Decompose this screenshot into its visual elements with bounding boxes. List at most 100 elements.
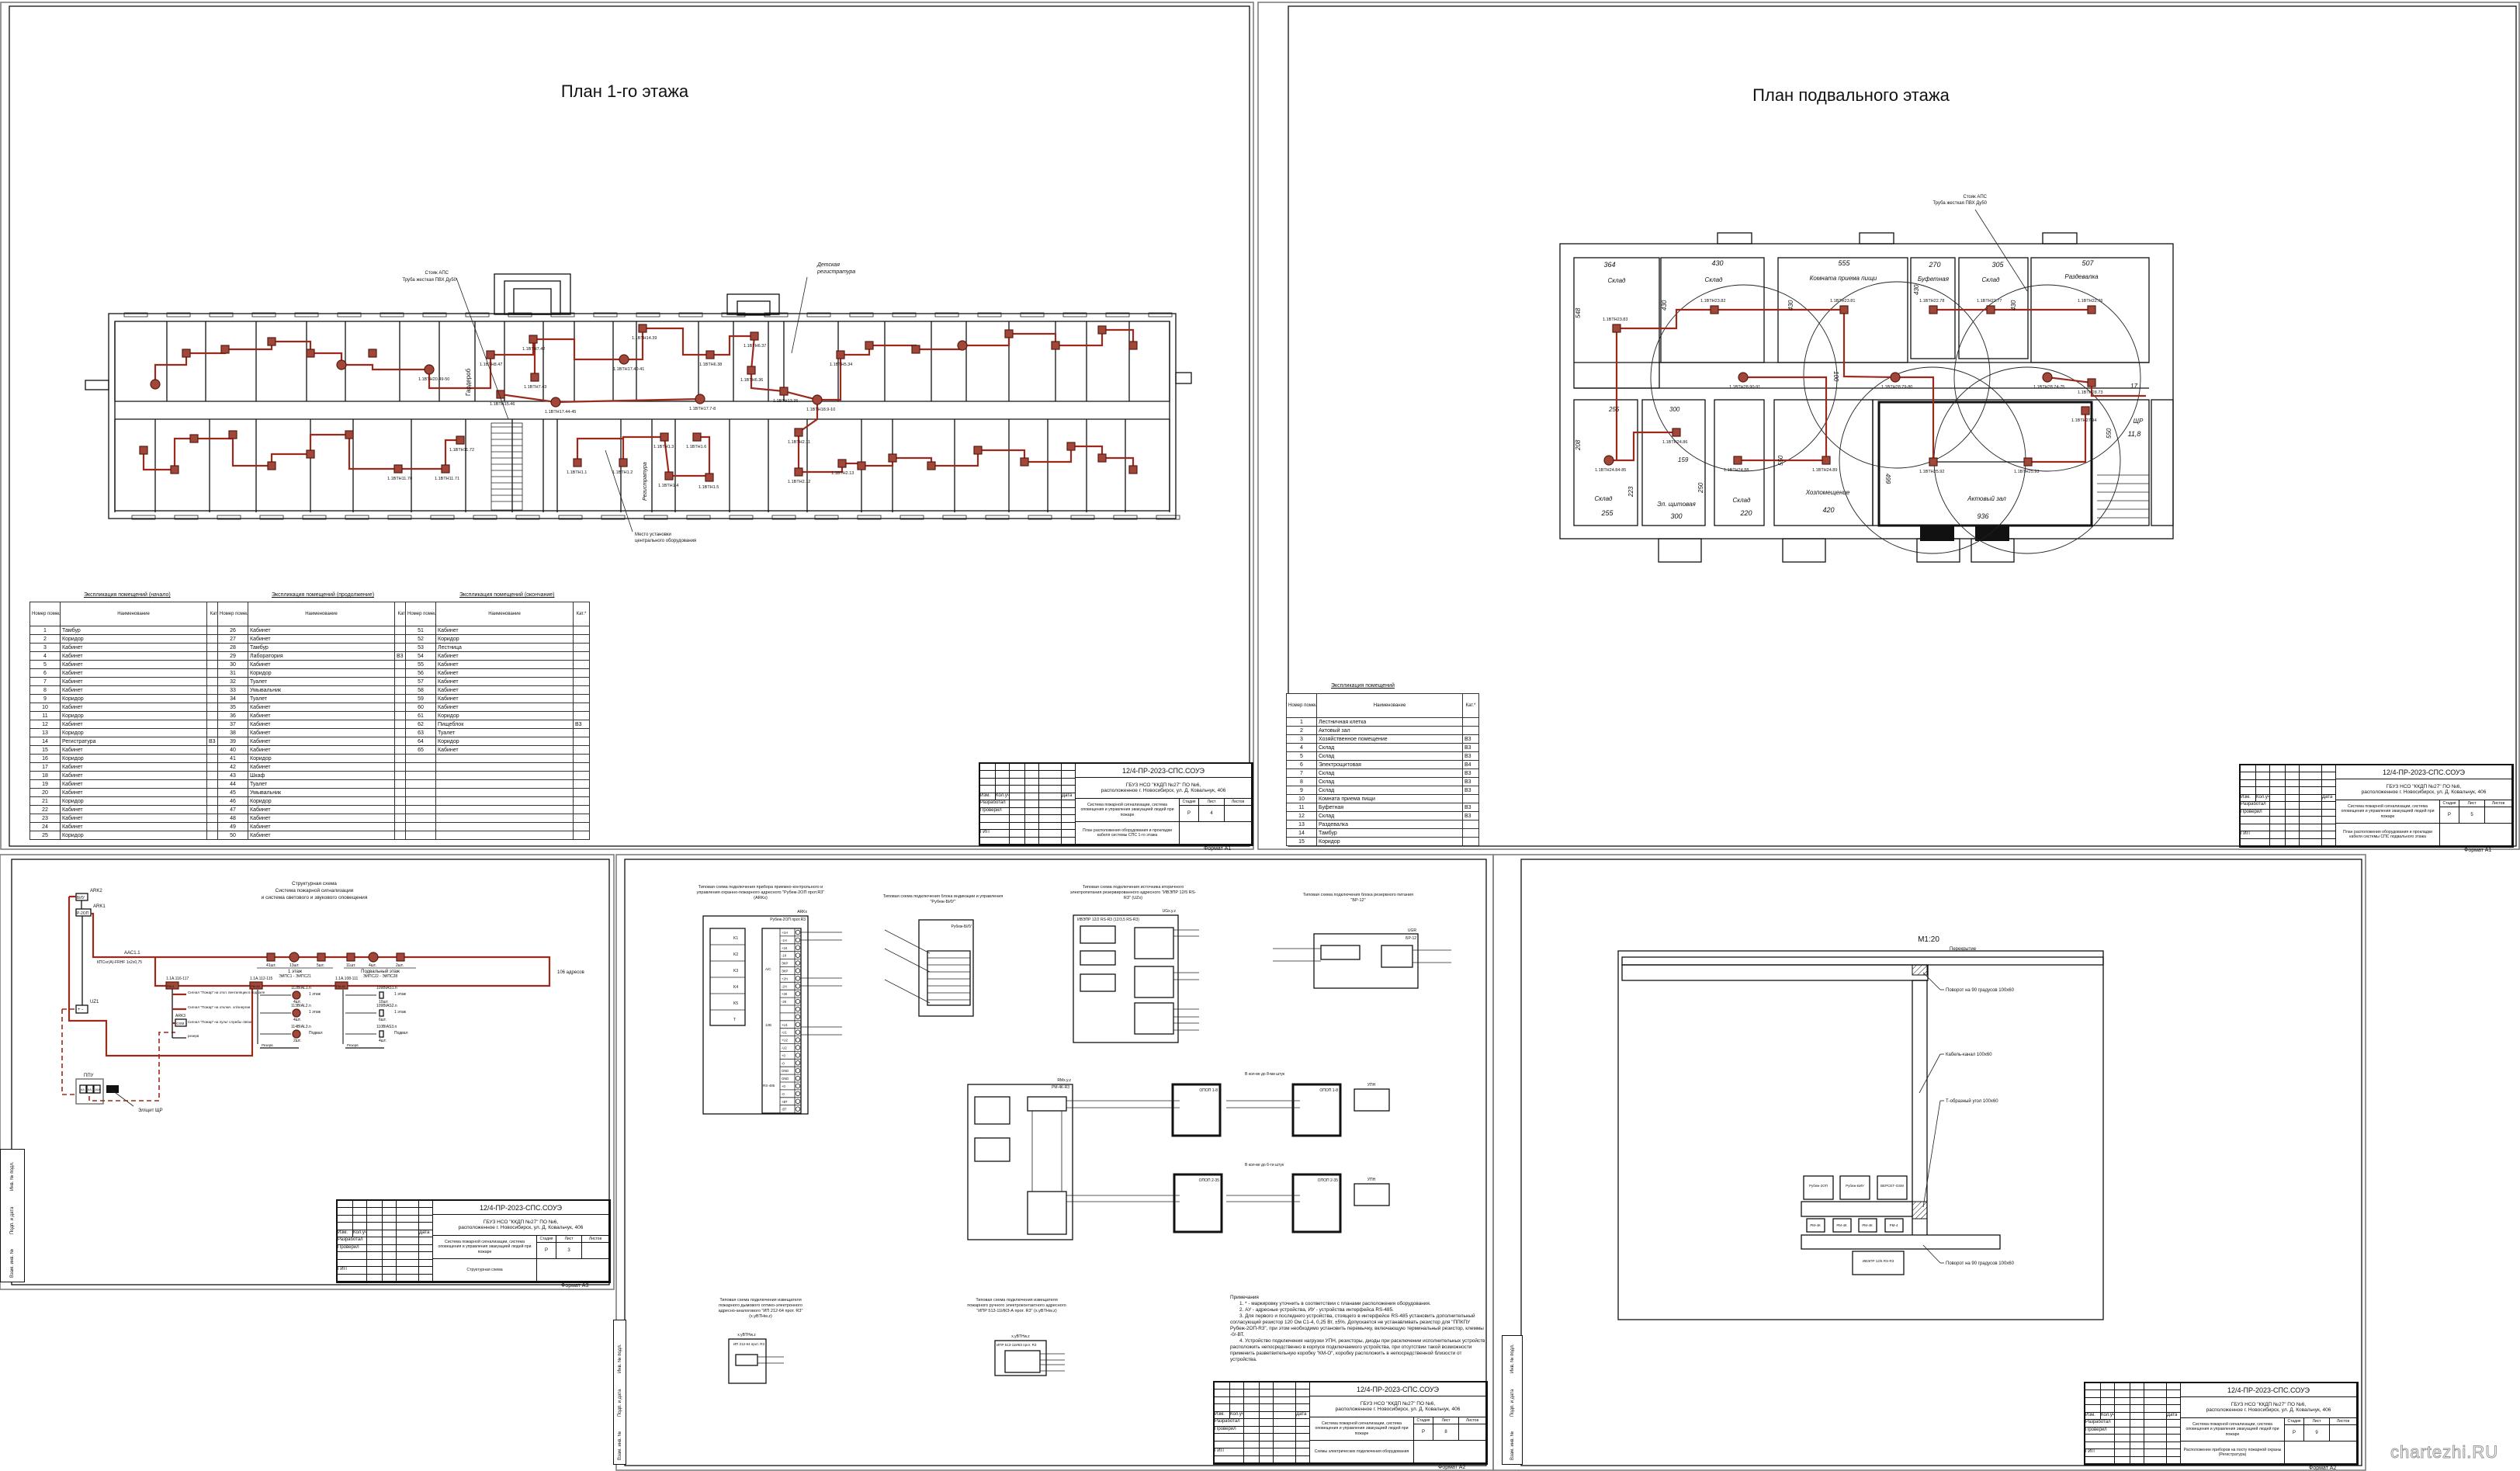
floor1-title: План 1-го этажа bbox=[561, 82, 689, 101]
device-name: УПН bbox=[1367, 1083, 1376, 1088]
detector-label: 1.1BTH11.70 bbox=[387, 477, 412, 481]
window bbox=[643, 515, 668, 520]
room-name: Склад bbox=[1608, 277, 1627, 284]
room-number: 5 bbox=[29, 660, 61, 669]
room-name: Склад bbox=[1316, 768, 1463, 778]
stamp-label-gip: ГИП bbox=[1215, 1448, 1244, 1456]
cable-route bbox=[2028, 411, 2087, 463]
callout-label: Поворот на 90 градусов 100х60 bbox=[1946, 988, 2015, 993]
stamp-label-izm: Изм. bbox=[2085, 1412, 2101, 1421]
cable-route bbox=[1615, 308, 1896, 460]
room-area: 270 bbox=[1928, 261, 1940, 269]
siren-icon bbox=[292, 1029, 301, 1039]
room-number: 39 bbox=[217, 737, 248, 746]
room-name: Хозпомещение bbox=[1805, 489, 1850, 496]
stamp-grid-cell bbox=[1274, 1389, 1296, 1397]
stamp-grid-cell bbox=[1296, 1389, 1310, 1397]
room-name: Кабинет bbox=[248, 762, 395, 772]
room-name: Коридор bbox=[435, 711, 574, 720]
rm-type: РМ-4К bbox=[336, 984, 346, 988]
room-name: Туалет bbox=[435, 728, 574, 737]
room-name: Буфетная bbox=[1918, 276, 1950, 283]
room-number: 30 bbox=[217, 660, 248, 669]
stamp-label-stage: Стадия bbox=[2440, 800, 2459, 807]
stamp-label-sheets-text: Листов bbox=[1231, 800, 1245, 804]
terminal-label: -2К bbox=[782, 1000, 787, 1004]
stamp-grid-cell bbox=[1260, 1448, 1274, 1456]
detector-icon bbox=[794, 428, 803, 437]
smoke-detector-icon bbox=[550, 397, 561, 408]
room-category bbox=[573, 685, 590, 695]
breaker bbox=[106, 1085, 119, 1093]
room-number: 7 bbox=[29, 677, 61, 686]
room-category bbox=[1462, 820, 1479, 829]
stamp-grid-cell bbox=[367, 1267, 383, 1275]
detector-label: 1.1BTH1.5 bbox=[698, 485, 719, 490]
coverage-circle bbox=[1650, 284, 1838, 472]
room-name bbox=[435, 796, 574, 806]
room-name: Тамбур bbox=[248, 643, 395, 652]
stamp-sheets-count bbox=[582, 1243, 609, 1259]
room-category bbox=[573, 651, 590, 661]
device-name: ИВЭПР 12/2 RS-R3 (12/3,5 RS-R3) bbox=[1077, 918, 1139, 922]
room-name: Кабинет bbox=[248, 822, 395, 831]
stamp-grid-cell bbox=[1260, 1389, 1274, 1397]
stamp-grid-cell bbox=[397, 1230, 419, 1238]
detector-label: 1.1BTH2.11 bbox=[788, 440, 810, 445]
room-name: Кабинет bbox=[248, 805, 395, 814]
cable-route bbox=[1895, 376, 1935, 462]
stamp-grid-cell bbox=[2130, 1449, 2144, 1457]
stamp-sheet-number: 5 bbox=[2459, 807, 2485, 824]
count-label: 5шт. bbox=[317, 963, 324, 968]
detector-icon bbox=[1097, 453, 1107, 463]
window bbox=[977, 312, 1002, 317]
speaker-icon bbox=[379, 1009, 384, 1017]
format-label: Формат А3 bbox=[561, 1283, 589, 1289]
callout-label: Кабель-канал 100х60 bbox=[1946, 1053, 1992, 1057]
device-label: РМ-4К bbox=[1836, 1223, 1847, 1227]
device-label: ИВЭПР 12/5 RS-R3 bbox=[1863, 1259, 1894, 1263]
fuse bbox=[93, 1084, 101, 1094]
callout-leader bbox=[1922, 972, 1941, 990]
stamp-grid-cell bbox=[2286, 809, 2300, 817]
stamp-grid-cell bbox=[338, 1208, 353, 1216]
relay-module bbox=[334, 981, 348, 990]
room-number: 3 bbox=[29, 643, 61, 652]
stamp-grid-cell bbox=[1215, 1455, 1244, 1463]
stamp-grid-cell bbox=[367, 1215, 383, 1223]
detector-label: 1.1BTH28.90-91 bbox=[1729, 385, 1760, 390]
stamp-org-line: ГБУЗ НСО "ККДП №27" ПО №6, bbox=[1125, 782, 1201, 788]
terminal-label: +0 bbox=[782, 1084, 785, 1088]
sounder-qty: 4шт. bbox=[379, 1039, 386, 1043]
stamp-label-koluch: Кол.уч bbox=[996, 793, 1010, 801]
relay-label: K5 bbox=[733, 1001, 738, 1006]
schematic-title: Типовая схема подключения извещателя пож… bbox=[719, 1298, 803, 1319]
wire bbox=[884, 929, 931, 954]
room-number: 8 bbox=[1286, 777, 1317, 786]
room-category bbox=[573, 796, 590, 806]
device-id: UZ1 bbox=[90, 1000, 99, 1004]
stamp-grid-cell bbox=[397, 1267, 419, 1275]
riser-label: Труба жесткая ПВХ Дy50 bbox=[1932, 201, 1987, 206]
stamp-grid-cell bbox=[2144, 1456, 2167, 1464]
room-category bbox=[573, 711, 590, 720]
addresses-label: 106 адресов bbox=[557, 970, 584, 975]
room-number: 32 bbox=[217, 677, 248, 686]
stamp-grid-cell bbox=[2256, 787, 2270, 795]
terminal-label: GND bbox=[782, 1077, 789, 1081]
stamp-grid-cell bbox=[383, 1259, 397, 1268]
room-number: 6 bbox=[1286, 760, 1317, 769]
stamp-empty bbox=[537, 1259, 609, 1282]
stamp-label-gip: ГИП bbox=[2085, 1449, 2115, 1457]
schematic-title: Типовая схема подключения источника втор… bbox=[1070, 885, 1197, 900]
smoke-detector-icon bbox=[1603, 455, 1614, 466]
